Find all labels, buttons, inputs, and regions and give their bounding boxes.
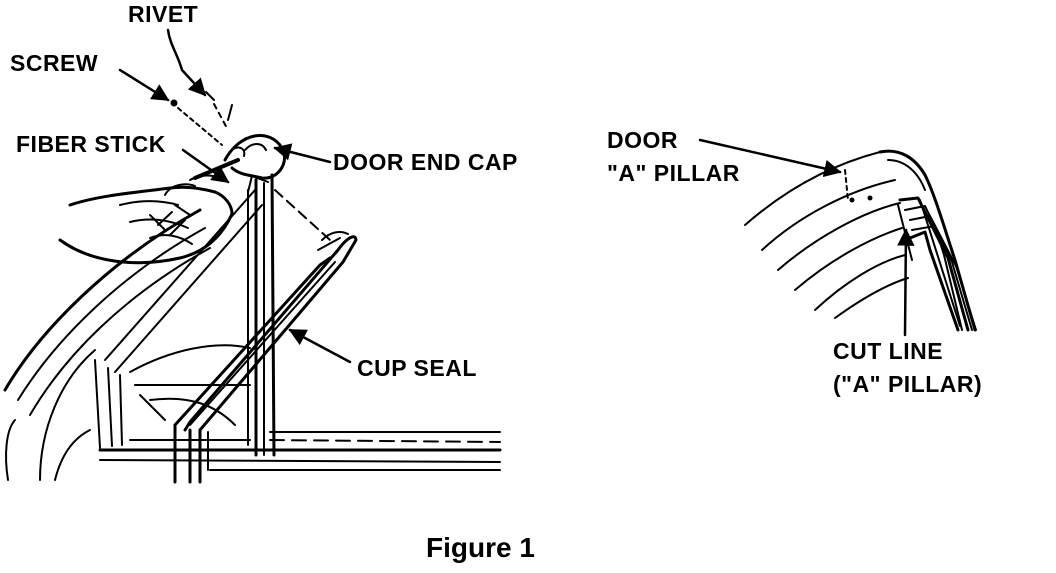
label-rivet: RIVET (128, 1, 199, 27)
label-door-end-cap: DOOR END CAP (333, 149, 518, 175)
figure-caption: Figure 1 (426, 532, 535, 563)
a-pillar-illustration (698, 138, 977, 337)
label-screw: SCREW (10, 50, 99, 76)
label-cut-line-line1: CUT LINE (833, 338, 944, 364)
label-door-a-pillar-line1: DOOR (607, 127, 678, 153)
label-cup-seal: CUP SEAL (357, 355, 477, 381)
door-window-illustration (3, 28, 502, 484)
label-cut-line-line2: ("A" PILLAR) (833, 371, 983, 397)
label-door-a-pillar-line2: "A" PILLAR (607, 160, 740, 186)
label-fiber-stick: FIBER STICK (16, 131, 166, 157)
